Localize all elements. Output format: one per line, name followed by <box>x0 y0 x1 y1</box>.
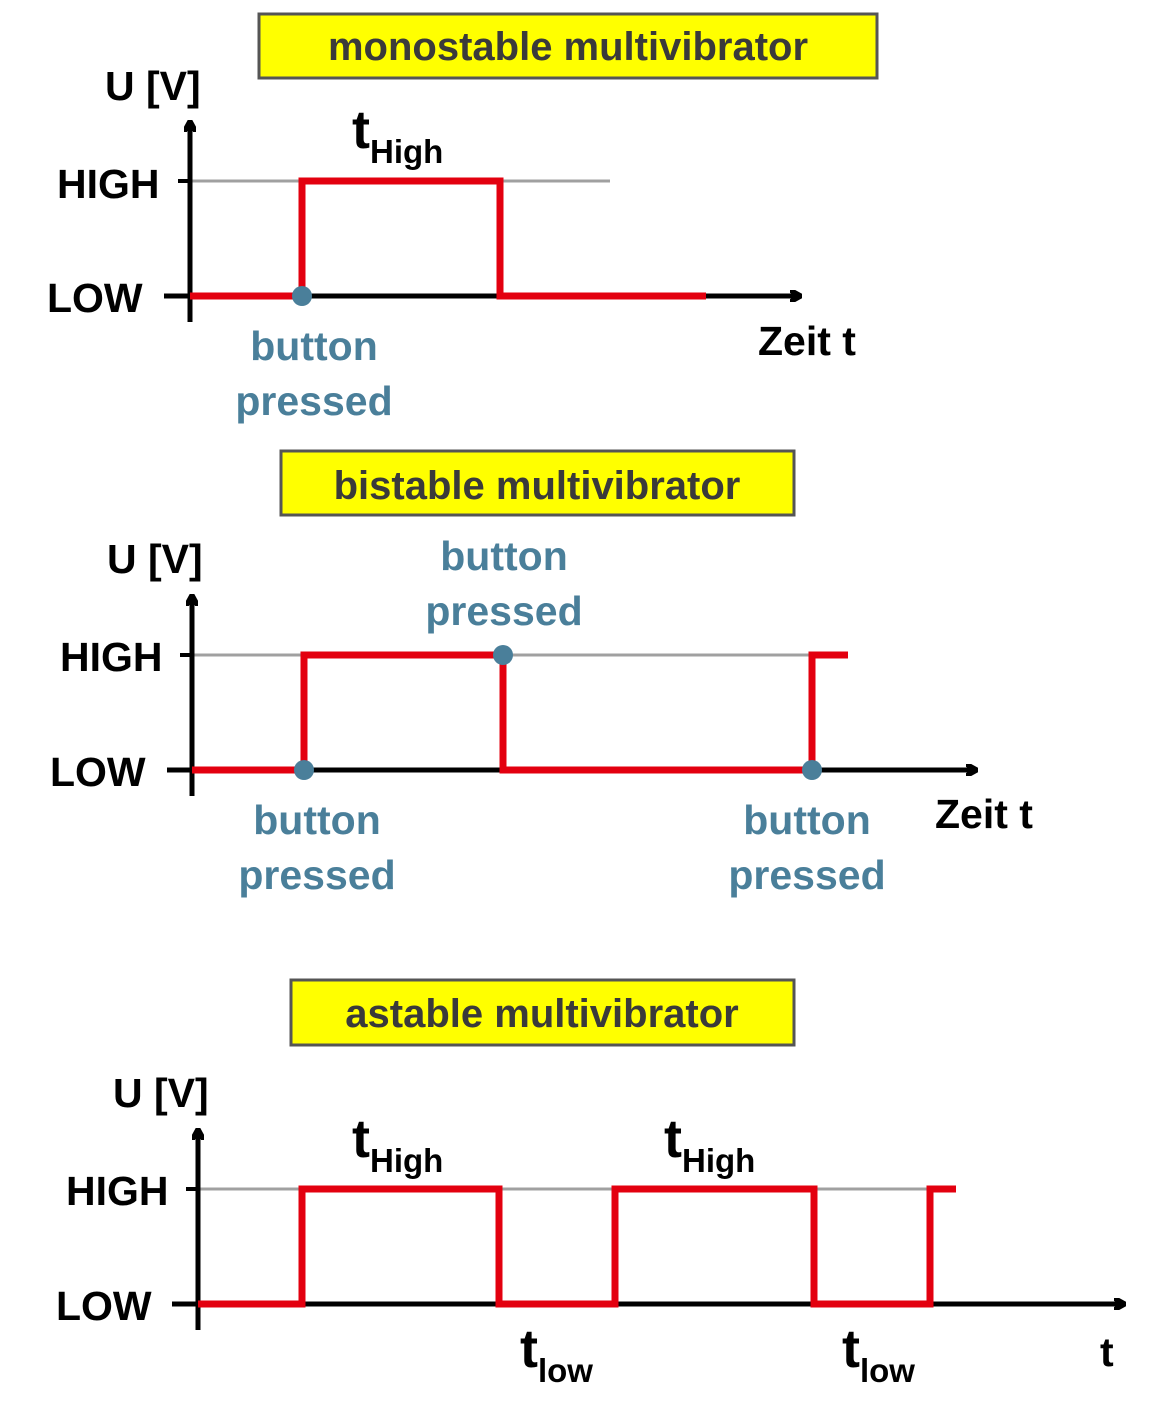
astable-t-high-label-1: tHigh <box>352 1109 443 1179</box>
monostable-button-marker <box>292 286 312 306</box>
monostable-signal <box>190 177 706 300</box>
bistable-button-marker-3 <box>802 760 822 780</box>
astable-high-label: HIGH <box>66 1168 169 1214</box>
bistable-y-axis-label: U [V] <box>107 536 203 582</box>
astable-t-high-label-2: tHigh <box>664 1109 755 1179</box>
monostable-title: monostable multivibrator <box>328 25 808 69</box>
bistable-low-label: LOW <box>50 749 146 795</box>
bistable-high-label: HIGH <box>60 634 163 680</box>
bistable-button-marker-1 <box>294 760 314 780</box>
monostable-low-label: LOW <box>47 275 143 321</box>
monostable-t-high-label: tHigh <box>352 100 443 170</box>
bistable-x-axis-label: Zeit t <box>935 791 1033 837</box>
astable-y-axis-label: U [V] <box>113 1070 209 1116</box>
bistable-button-label-3-line2: pressed <box>728 852 885 898</box>
monostable-title-box <box>257 12 879 80</box>
bistable-button-label-1-line1: button <box>253 797 380 843</box>
bistable-button-label-2-line1: button <box>440 533 567 579</box>
bistable-title-box <box>279 449 796 517</box>
astable-title-box <box>289 978 796 1047</box>
astable-t-low-label-1: tlow <box>520 1319 593 1389</box>
monostable-y-axis-label: U [V] <box>105 63 201 109</box>
bistable-button-label-2-line2: pressed <box>425 588 582 634</box>
monostable-button-label-line2: pressed <box>235 378 392 424</box>
astable-t-low-label-2: tlow <box>842 1319 915 1389</box>
astable-panel: astable multivibrator U [V] HIGH LOW tHi… <box>56 978 1124 1389</box>
bistable-button-label-3-line1: button <box>743 797 870 843</box>
astable-signal <box>198 1185 956 1308</box>
bistable-panel: bistable multivibrator U [V] HIGH LOW bu… <box>50 449 1033 898</box>
bistable-title: bistable multivibrator <box>334 464 741 508</box>
monostable-button-label-line1: button <box>250 323 377 369</box>
bistable-signal <box>192 651 848 774</box>
astable-low-label: LOW <box>56 1283 152 1329</box>
monostable-high-label: HIGH <box>57 161 160 207</box>
astable-title: astable multivibrator <box>345 992 738 1036</box>
astable-x-axis-label: t <box>1100 1329 1114 1375</box>
monostable-panel: monostable multivibrator U [V] HIGH LOW … <box>47 12 879 424</box>
bistable-button-label-1-line2: pressed <box>238 852 395 898</box>
monostable-x-axis-label: Zeit t <box>758 318 856 364</box>
bistable-button-marker-2 <box>493 645 513 665</box>
